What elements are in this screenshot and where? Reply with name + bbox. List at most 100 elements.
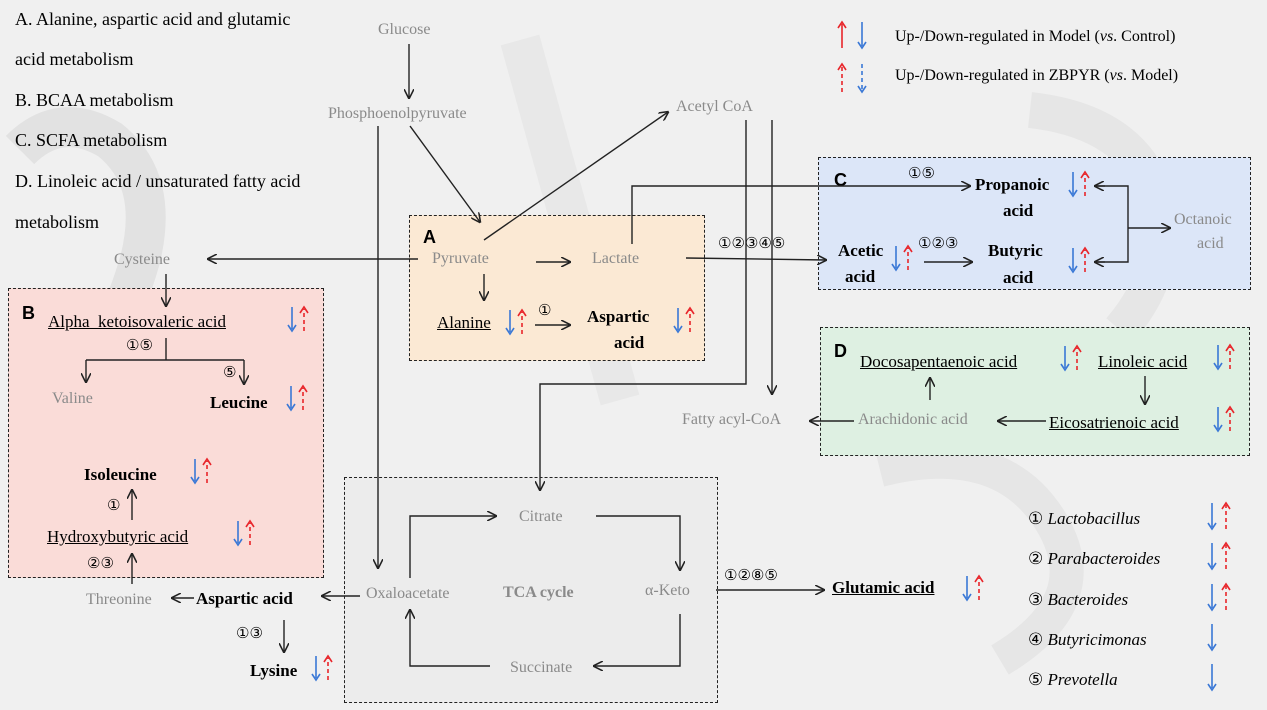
pathway-list-line: A. Alanine, aspartic acid and glutamic bbox=[15, 9, 291, 29]
pathway-list-line: metabolism bbox=[15, 212, 99, 232]
pathway-list-line: B. BCAA metabolism bbox=[15, 90, 174, 110]
legend-zbpyr-suffix: . Model) bbox=[1122, 67, 1179, 84]
node-hydroxybutyric: Hydroxybutyric acid bbox=[47, 527, 189, 546]
node-butyric-line2: acid bbox=[1003, 268, 1034, 287]
edge-label-acetic-butyric: ①②③ bbox=[918, 234, 959, 252]
box-d bbox=[820, 327, 1250, 456]
alanine-model-arrow bbox=[505, 310, 515, 336]
edge-label-to-propanoic: ①⑤ bbox=[908, 164, 935, 182]
node-oxaloacetate: Oxaloacetate bbox=[366, 585, 450, 602]
butyric-zbpyr-arrow bbox=[1080, 246, 1090, 272]
propanoic-zbpyr-arrow bbox=[1080, 170, 1090, 196]
node-isoleucine: Isoleucine bbox=[84, 465, 157, 484]
bacteria-model-arrow bbox=[1207, 584, 1217, 612]
node-octanoic-line2: acid bbox=[1197, 235, 1224, 252]
node-valine: Valine bbox=[52, 390, 93, 407]
bacteria-number: ④ bbox=[1028, 630, 1044, 650]
bacteria-name: Butyricimonas bbox=[1047, 630, 1147, 649]
edge-label-to-lysine: ①③ bbox=[236, 624, 263, 642]
node-butyric-line1: Butyric bbox=[988, 241, 1043, 260]
edge-label-to-leucine: ⑤ bbox=[223, 363, 237, 381]
bracket-octanoic bbox=[1096, 185, 1129, 263]
arrow-lactate-acetic bbox=[685, 258, 826, 260]
pathway-list-line: acid metabolism bbox=[15, 49, 134, 69]
bacteria-item: ③ Bacteroides bbox=[1028, 591, 1128, 609]
bacteria-zbpyr-arrow bbox=[1221, 541, 1231, 569]
bacteria-number: ② bbox=[1028, 549, 1044, 569]
node-pyruvate: Pyruvate bbox=[432, 250, 489, 267]
legend-zbpyr-vs: vs bbox=[1109, 67, 1123, 84]
bacteria-model-arrow bbox=[1207, 543, 1217, 571]
bacteria-item: ② Parabacteroides bbox=[1028, 550, 1160, 568]
node-alanine: Alanine bbox=[437, 313, 491, 332]
arrow-citrate-alphaketo bbox=[596, 515, 680, 570]
legend-model-suffix: . Control) bbox=[1113, 28, 1176, 45]
node-threonine: Threonine bbox=[86, 591, 152, 608]
linoleic-zbpyr-arrow bbox=[1225, 343, 1235, 369]
edge-label-to-acetic: ①②③④⑤ bbox=[718, 234, 786, 252]
bacteria-name: Lactobacillus bbox=[1047, 509, 1141, 528]
arrow-lactate-propanoic bbox=[631, 186, 970, 244]
legend-zbpyr-up-arrow bbox=[837, 62, 847, 92]
isoleucine-model-arrow bbox=[190, 459, 200, 485]
pathway-list-line: C. SCFA metabolism bbox=[15, 130, 168, 150]
legend-model-prefix: Up-/Down-regulated in Model ( bbox=[895, 28, 1100, 45]
aspartic-a-zbpyr-arrow bbox=[685, 306, 695, 332]
node-aspartic-acid: Aspartic acid bbox=[196, 589, 293, 608]
leucine-model-arrow bbox=[286, 386, 296, 412]
node-arachidonic-acid: Arachidonic acid bbox=[858, 411, 968, 428]
node-propanoic-line2: acid bbox=[1003, 201, 1034, 220]
bacteria-zbpyr-arrow bbox=[1221, 582, 1231, 610]
lysine-zbpyr-arrow bbox=[323, 654, 333, 680]
alpha-keto-model-arrow bbox=[287, 307, 297, 333]
arrow-alphaketo-succinate bbox=[594, 614, 681, 666]
leucine-zbpyr-arrow bbox=[298, 384, 308, 410]
bacteria-model-arrow bbox=[1207, 503, 1217, 531]
arrow-pep-pyruvate bbox=[409, 125, 480, 222]
box-c-label: C bbox=[834, 170, 847, 190]
node-alpha-ketoisovaleric: Alpha_ketoisovaleric acid bbox=[48, 312, 226, 331]
alanine-zbpyr-arrow bbox=[517, 308, 527, 334]
bacteria-model-arrow bbox=[1207, 624, 1217, 652]
box-b-label: B bbox=[22, 303, 35, 323]
edge-label-to-glutamic: ①②⑧⑤ bbox=[724, 566, 778, 584]
legend-zbpyr-down-arrow bbox=[857, 64, 867, 94]
bacteria-name: Parabacteroides bbox=[1047, 549, 1161, 568]
eicosatrienoic-model-arrow bbox=[1213, 407, 1223, 433]
node-phosphoenolpyruvate: Phosphoenolpyruvate bbox=[328, 105, 467, 122]
node-leucine: Leucine bbox=[210, 393, 268, 412]
bacteria-model-arrow bbox=[1207, 664, 1217, 692]
docosapentaenoic-zbpyr-arrow bbox=[1072, 344, 1082, 370]
edge-label-alpha-keto-branch: ①⑤ bbox=[126, 336, 153, 354]
legend-model-down-arrow bbox=[857, 22, 867, 50]
bacteria-item: ⑤ Prevotella bbox=[1028, 671, 1118, 689]
node-octanoic-line1: Octanoic bbox=[1174, 211, 1232, 228]
isoleucine-zbpyr-arrow bbox=[202, 457, 212, 483]
node-citrate: Citrate bbox=[519, 508, 563, 525]
node-alpha-keto-tca: α-Keto bbox=[645, 582, 690, 599]
node-acetic-line2: acid bbox=[845, 267, 876, 286]
box-a bbox=[409, 215, 705, 361]
acetic-zbpyr-arrow bbox=[903, 244, 913, 270]
bacteria-item: ① Lactobacillus bbox=[1028, 510, 1140, 528]
node-tca-cycle: TCA cycle bbox=[503, 584, 574, 601]
node-glutamic-acid: Glutamic acid bbox=[832, 578, 935, 597]
pathway-list-line: D. Linoleic acid / unsaturated fatty aci… bbox=[15, 171, 301, 191]
node-glucose: Glucose bbox=[378, 21, 431, 38]
lysine-model-arrow bbox=[311, 656, 321, 682]
legend-model-up-arrow bbox=[837, 20, 847, 48]
node-eicosatrienoic: Eicosatrienoic acid bbox=[1049, 413, 1179, 432]
arrow-acetylcoa-citrate bbox=[540, 120, 747, 490]
edge-label-to-isoleucine: ① bbox=[107, 496, 121, 514]
arrow-succinate-oxaloacetate bbox=[410, 610, 490, 667]
box-c bbox=[818, 157, 1251, 290]
docosapentaenoic-model-arrow bbox=[1060, 346, 1070, 372]
propanoic-model-arrow bbox=[1068, 172, 1078, 198]
node-lysine: Lysine bbox=[250, 661, 298, 680]
node-acetic-line1: Acetic bbox=[838, 241, 884, 260]
bacteria-item: ④ Butyricimonas bbox=[1028, 631, 1147, 649]
arrow-oxaloacetate-citrate bbox=[409, 516, 496, 578]
